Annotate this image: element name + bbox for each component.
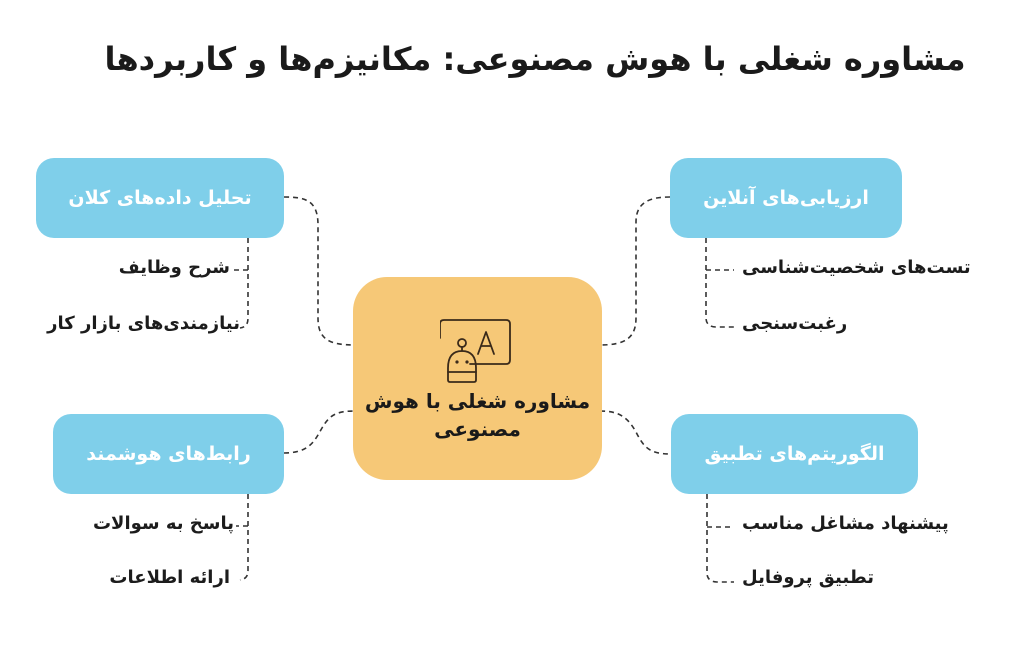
diagram-title: مشاوره شغلی با هوش مصنوعی: مکانیزم‌ها و … (104, 40, 966, 78)
leaf-interest-assessment: رغبت‌سنجی (742, 313, 848, 334)
leaf-personality-tests: تست‌های شخصیت‌شناسی (742, 257, 971, 278)
leaf-job-descriptions: شرح وظایف (118, 257, 230, 278)
connector-bottom-left (283, 410, 356, 454)
branch-label: ارزیابی‌های آنلاین (703, 187, 869, 209)
connector-bottom-right (599, 410, 672, 455)
branch-label: رابط‌های هوشمند (86, 443, 251, 465)
center-node: مشاوره شغلی با هوش مصنوعی (353, 277, 602, 480)
leaf-suggest-suitable-jobs: پیشنهاد مشاغل مناسب (742, 513, 949, 534)
connector-leaf-tl-1 (239, 238, 249, 329)
branch-online-assessments: ارزیابی‌های آنلاین (670, 158, 902, 238)
robot-with-letter-a-board-icon (440, 319, 511, 383)
leaf-profile-matching: تطبیق پروفایل (742, 567, 874, 588)
leaf-providing-information: ارائه اطلاعات (109, 567, 230, 588)
branch-label: الگوریتم‌های تطبیق (704, 443, 885, 465)
branch-smart-interfaces: رابط‌های هوشمند (53, 414, 284, 494)
connector-leaf-tr-1 (705, 238, 734, 328)
leaf-answering-questions: پاسخ به سوالات (92, 513, 234, 534)
connector-leaf-bl-1 (239, 494, 249, 581)
center-label: مشاوره شغلی با هوش مصنوعی (364, 389, 591, 441)
connector-leaf-br-1 (706, 494, 734, 583)
branch-big-data-analysis: تحلیل داده‌های کلان (36, 158, 284, 238)
connector-top-left (283, 196, 356, 346)
leaf-labor-market-needs: نیازمندی‌های بازار کار (47, 313, 240, 334)
connector-top-right (599, 196, 671, 346)
branch-label: تحلیل داده‌های کلان (68, 187, 252, 209)
branch-matching-algorithms: الگوریتم‌های تطبیق (671, 414, 918, 494)
